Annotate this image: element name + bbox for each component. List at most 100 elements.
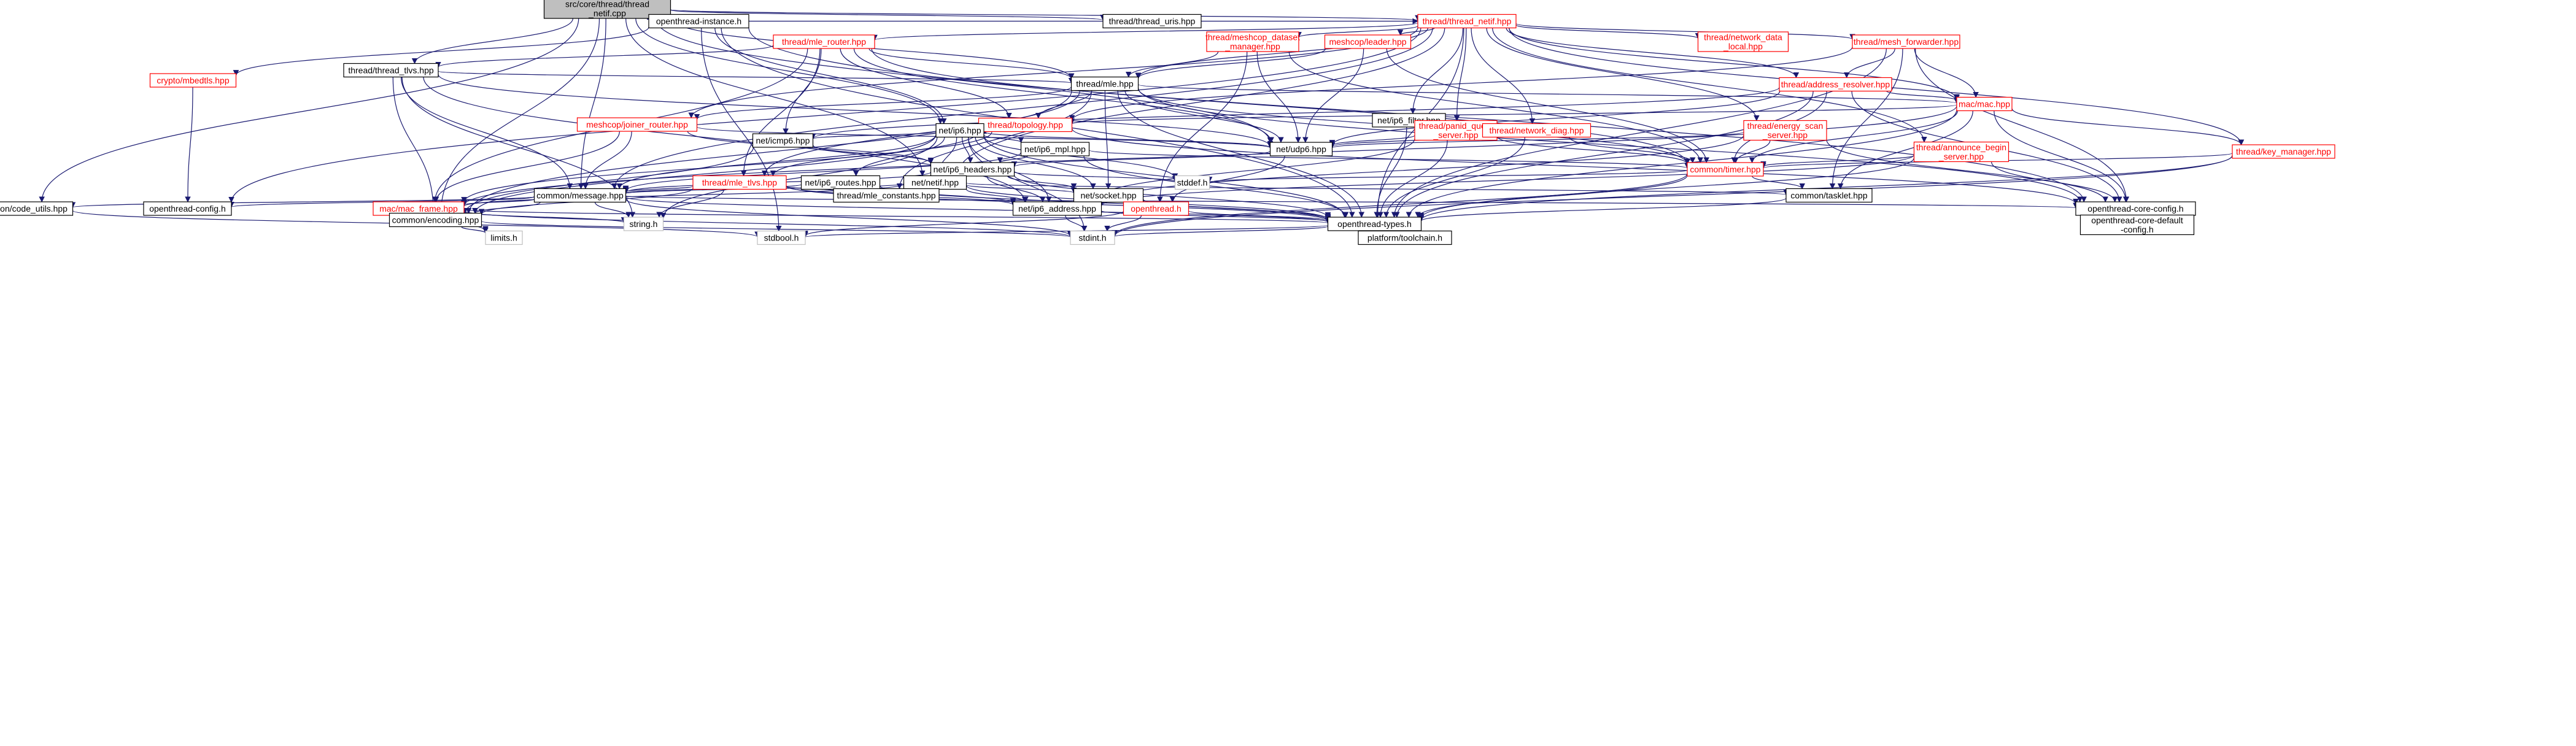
node-meshcop-leader[interactable]: meshcop/leader.hpp [1324,34,1412,49]
node-box [2079,214,2195,236]
node-box [1697,31,1789,52]
node-common-message[interactable]: common/message.hpp [533,188,627,203]
node-box [1102,13,1202,29]
node-ip6-headers[interactable]: net/ip6_headers.hpp [930,162,1015,177]
node-platform-toolchain[interactable]: platform/toolchain.h [1358,230,1452,245]
edge-root-to-common-message [578,18,606,190]
node-common-tasklet[interactable]: common/tasklet.hpp [1785,188,1873,203]
node-openthread-instance[interactable]: openthread-instance.h [648,13,749,29]
edge-meshcop-leader-to-thread-mle [1135,48,1326,79]
node-core-default-config[interactable]: openthread-core-default-config.h [2079,214,2195,236]
node-mle-constants[interactable]: thread/mle_constants.hpp [833,188,940,203]
edge-meshcop-dataset-manager-to-common-timer [1288,51,1704,163]
node-mac-mac[interactable]: mac/mac.hpp [1956,96,2013,112]
edge-mle-router-to-thread-mle [868,48,1075,80]
edge-root-to-net-netif [625,18,926,177]
edge-thread-netif-to-mesh-forwarder [1515,23,1855,40]
edge-ip6-headers-to-stddef [1013,171,1178,182]
node-string-h[interactable]: string.h [623,217,664,231]
node-thread-tlvs[interactable]: thread/thread_tlvs.hpp [343,63,439,78]
edge-mle-router-to-thread-tlvs [435,44,774,68]
edge-thread-mle-to-joiner-router [694,86,1072,120]
edges-layer [39,9,2245,238]
node-thread-mle[interactable]: thread/mle.hpp [1070,76,1139,91]
node-stdbool-h[interactable]: stdbool.h [757,230,806,245]
node-mle-tlvs[interactable]: thread/mle_tlvs.hpp [692,175,787,190]
node-net-socket[interactable]: net/socket.hpp [1073,188,1144,203]
node-mesh-forwarder[interactable]: thread/mesh_forwarder.hpp [1852,34,1960,49]
node-root[interactable]: src/core/thread/thread_netif.cpp [543,0,671,19]
node-label: string.h [630,219,658,229]
edge-net-ip6-to-ip6-mpl [983,134,1024,144]
edge-energy-scan-server-to-common-timer [1733,140,1771,163]
node-box [1269,142,1333,156]
node-box [343,63,439,78]
node-joiner-router[interactable]: meshcop/joiner_router.hpp [576,117,698,132]
edge-net-ip6-to-icmp6 [810,131,937,140]
node-address-resolver[interactable]: thread/address_resolver.hpp [1779,77,1892,92]
node-openthread-h[interactable]: openthread.h [1123,201,1189,216]
node-net-netif[interactable]: net/netif.hpp [903,175,967,190]
node-key-manager[interactable]: thread/key_manager.hpp [2232,144,2335,159]
node-box [1956,96,2013,112]
edge-address-resolver-to-mac-mac [1886,90,1960,101]
node-thread-netif[interactable]: thread/thread_netif.hpp [1417,13,1517,29]
node-label: net/ip6.hpp [938,126,981,136]
edge-thread-tlvs-to-thread-mle [438,71,1074,84]
node-stdint-h[interactable]: stdint.h [1070,230,1115,245]
node-ip6-mpl[interactable]: net/ip6_mpl.hpp [1020,142,1090,156]
node-openthread-config[interactable]: openthread-config.h [143,201,232,216]
node-topology[interactable]: thread/topology.hpp [978,117,1073,133]
node-net-ip6[interactable]: net/ip6.hpp [935,123,984,138]
edge-mac-mac-to-openthread-core-config [1994,110,2129,202]
edge-root-to-thread-netif [670,9,1420,21]
node-crypto-mbedtls[interactable]: crypto/mbedtls.hpp [149,73,237,88]
node-label: thread/address_resolver.hpp [1781,80,1890,90]
node-box [1913,141,2009,163]
node-box [1070,230,1115,245]
node-label: stdint.h [1078,233,1106,243]
node-openthread-core-config[interactable]: openthread-core-config.h [2075,201,2196,216]
edge-thread-mle-to-mle-constants [896,90,1093,190]
edge-net-ip6-to-net-udp6 [983,131,1273,148]
edge-thread-tlvs-to-ip6-address [423,77,1028,202]
edge-common-timer-to-stdint-h [1112,173,1688,236]
node-common-code-utils[interactable]: common/code_utils.hpp [0,201,74,216]
node-ip6-address[interactable]: net/ip6_address.hpp [1012,201,1102,216]
edge-meshcop-dataset-manager-to-thread-mle [1125,51,1219,78]
node-limits-h[interactable]: limits.h [485,230,523,245]
node-network-diag[interactable]: thread/network_diag.hpp [1482,123,1592,138]
edge-common-message-to-common-encoding [472,201,541,214]
edge-energy-scan-server-to-openthread-core-config [1826,139,2108,202]
node-box [1206,31,1299,52]
edge-thread-netif-to-thread-mle [1135,28,1428,79]
node-openthread-types[interactable]: openthread-types.h [1327,217,1422,231]
node-net-udp6[interactable]: net/udp6.hpp [1269,142,1333,156]
node-ip6-routes[interactable]: net/ip6_routes.hpp [800,175,881,190]
node-stddef[interactable]: stddef.h [1174,175,1210,190]
edge-root-to-common-code-utils [39,18,579,202]
node-box [752,133,814,148]
node-label: common/encoding.hpp [392,215,479,225]
edge-thread-netif-to-common-message [611,28,1433,190]
node-announce-begin-server[interactable]: thread/announce_begin_server.hpp [1913,141,2009,163]
edge-thread-netif-to-net-netif [954,28,1445,177]
node-icmp6[interactable]: net/icmp6.hpp [752,133,814,148]
node-meshcop-dataset-manager[interactable]: thread/meshcop_dataset_manager.hpp [1205,31,1300,52]
edge-panid-query-server-to-openthread-types [1377,140,1448,218]
node-label: openthread-types.h [1337,219,1412,229]
node-label: openthread-core-config.h [2087,204,2183,213]
edge-mle-router-to-topology [840,48,1012,119]
edge-openthread-types-to-stdbool-h [802,225,1329,238]
node-common-encoding[interactable]: common/encoding.hpp [389,212,482,228]
node-energy-scan-server[interactable]: thread/energy_scan_server.hpp [1743,120,1827,141]
edge-key-manager-to-stdint-h [1112,155,2233,237]
node-box [833,188,940,203]
node-thread-uris[interactable]: thread/thread_uris.hpp [1102,13,1202,29]
edge-mesh-forwarder-to-topology [1069,47,1853,121]
node-common-timer[interactable]: common/timer.hpp [1687,162,1764,177]
edge-openthread-types-to-stdint-h [1112,226,1329,237]
node-network-data-local[interactable]: thread/network_data_local.hpp [1697,31,1789,52]
edge-ip6-mpl-to-openthread-types [1083,155,1349,218]
node-mle-router[interactable]: thread/mle_router.hpp [773,34,875,49]
